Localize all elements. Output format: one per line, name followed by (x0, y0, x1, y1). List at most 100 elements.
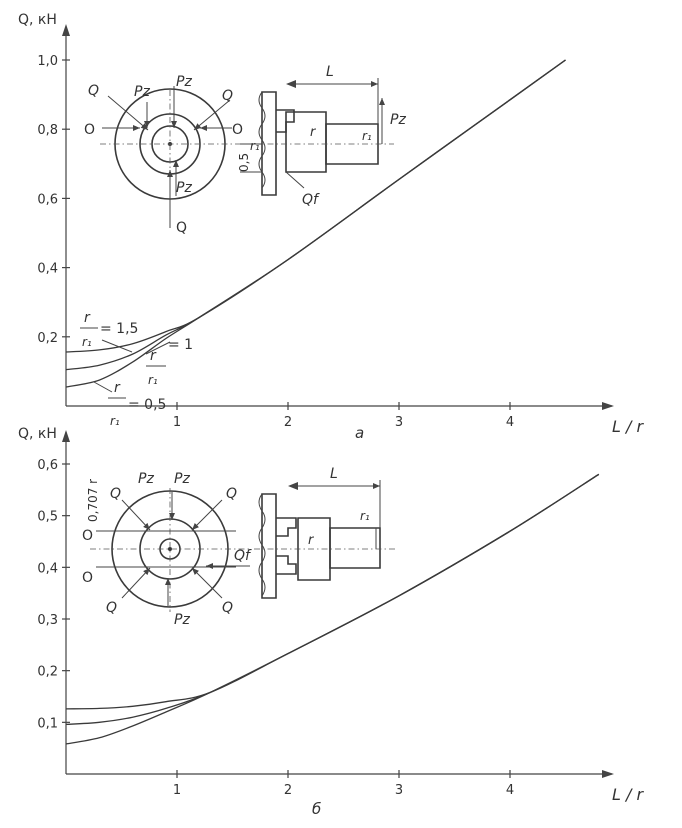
a-workpiece-small (325, 123, 379, 165)
a-label-r1-left: r₁ (250, 139, 260, 153)
a-force-q-upright (193, 99, 231, 131)
series-line-2 (65, 473, 600, 726)
b-force-q-lr (191, 567, 223, 599)
a-workpiece-large (285, 111, 327, 173)
panel-a-axes: 1 2 3 4 0,2 0,4 0,6 0,8 1,0 Q, кН L / r а (18, 12, 644, 442)
a-label-pz-right: Pz (390, 112, 406, 128)
a-label-pz-bottom: Pz (176, 180, 192, 196)
annot-1-leader (145, 341, 171, 355)
x-tick-label: 2 (284, 415, 292, 430)
panel-b-ring-inset: Q Q Q Q O O Pz Pz Pz 0,707 r Qf (82, 471, 252, 628)
panel-a-ring-inset: Q Q Q O O Pz Pz Pz (84, 74, 245, 236)
a-force-q-upleft (107, 95, 149, 131)
a-dim-l-start (286, 80, 296, 88)
y-tick-label: 0,8 (37, 123, 58, 138)
b-label-q-ul: Q (110, 486, 121, 502)
x-tick-label: 4 (506, 783, 514, 798)
y-tick-label: 0,1 (37, 716, 58, 731)
x-tick-label: 2 (284, 783, 292, 798)
y-tick-label: 0,4 (37, 262, 58, 277)
a-label-o-left: O (84, 122, 95, 138)
b-jaw-top (276, 517, 297, 537)
b-label-q-ur: Q (226, 486, 237, 502)
annot-15-r: r (84, 310, 91, 326)
annot-15-eq: = 1,5 (100, 321, 138, 337)
b-workpiece-large (297, 517, 331, 581)
y-tick-label: 0,2 (37, 665, 58, 680)
a-leader-qf (285, 171, 305, 189)
y-tick-label: 0,3 (37, 613, 58, 628)
b-label-o-ll: O (82, 570, 93, 586)
b-chuck-wavy-edge (258, 493, 266, 597)
x-tick-label: 1 (173, 415, 181, 430)
b-force-q-ll (121, 567, 151, 599)
a-chuck-face (261, 91, 277, 196)
x-tick-label: 3 (395, 415, 403, 430)
a-label-r1: r₁ (362, 129, 372, 143)
b-label-q-ll: Q (106, 600, 117, 616)
y-tick-label: 0,6 (37, 192, 58, 207)
series-line-3 (65, 59, 566, 388)
a-label-qf: Qf (302, 192, 320, 208)
annot-05-r: r (114, 380, 121, 396)
b-center-dot (168, 547, 172, 551)
panel-b-y-axis-arrow (62, 430, 70, 442)
a-jaw (276, 109, 295, 133)
b-chuck-face (261, 493, 277, 599)
b-label-q-lr: Q (222, 600, 233, 616)
a-label-q-upleft: Q (88, 83, 99, 99)
panel-a-panel-label: а (355, 424, 364, 442)
annot-15-r1: r₁ (82, 335, 92, 349)
y-tick-label: 0,2 (37, 331, 58, 346)
annot-05-leader (93, 381, 113, 393)
panel-a: 1 2 3 4 0,2 0,4 0,6 0,8 1,0 Q, кН L / r а r r₁ … (18, 12, 644, 442)
a-label-pz-top: Pz (176, 74, 192, 90)
b-label-pz-top: Pz (174, 471, 190, 487)
panel-a-y-axis-arrow (62, 24, 70, 36)
a-label-o-right: O (232, 122, 243, 138)
b-label-qf: Qf (234, 548, 252, 564)
annot-1-eq: = 1 (168, 337, 193, 353)
y-tick-label: 1,0 (37, 54, 58, 69)
b-label-pz-left: Pz (138, 471, 154, 487)
b-dim-l-start (288, 482, 298, 490)
a-label-r: r (310, 125, 317, 140)
a-label-pz-left: Pz (134, 84, 150, 100)
panel-b-x-axis-arrow (602, 770, 614, 778)
y-tick-label: 0,6 (37, 458, 58, 473)
annot-05-r1: r₁ (110, 414, 120, 428)
panel-a-y-ticks: 0,2 0,4 0,6 0,8 1,0 (37, 54, 70, 346)
panel-a-x-ticks: 1 2 3 4 (173, 402, 514, 430)
panel-a-curve-annotations: r r₁ = 1,5 r r₁ = 1 r r₁ = 0,5 (80, 310, 193, 428)
x-tick-label: 1 (173, 783, 181, 798)
panel-b-y-label: Q, кН (18, 426, 57, 442)
b-label-ratio: 0,707 r (86, 479, 100, 522)
annot-05-eq: = 0,5 (128, 397, 166, 413)
b-jaw-bottom (276, 555, 297, 575)
panel-b-y-ticks: 0,10,20,30,40,50,6 (37, 458, 70, 731)
a-label-half: 0,5 (237, 153, 251, 172)
series-line-2 (65, 59, 566, 371)
panel-a-y-label: Q, кН (18, 12, 57, 28)
a-label-l: L (326, 64, 334, 80)
panel-b-chuck-inset: L r r₁ (254, 466, 396, 599)
annot-15-leader (101, 339, 133, 353)
b-label-r1: r₁ (360, 509, 370, 523)
b-workpiece-small (329, 527, 381, 569)
a-label-q-bottom: Q (176, 220, 187, 236)
panel-b-x-label: L / r (612, 785, 644, 804)
series-line-1 (65, 473, 600, 710)
annot-1-r: r (150, 348, 157, 364)
panel-a-x-label: L / r (612, 417, 644, 436)
panel-b-series (65, 473, 600, 745)
series-line-3 (65, 473, 600, 745)
panel-b-panel-label: б (312, 800, 321, 818)
b-label-l: L (330, 466, 338, 482)
b-force-q-ur (191, 499, 223, 531)
panel-a-chuck-inset: L Pz r r₁ 0,5 r₁ Qf (237, 64, 406, 208)
x-tick-label: 4 (506, 415, 514, 430)
b-label-pz-bottom: Pz (174, 612, 190, 628)
